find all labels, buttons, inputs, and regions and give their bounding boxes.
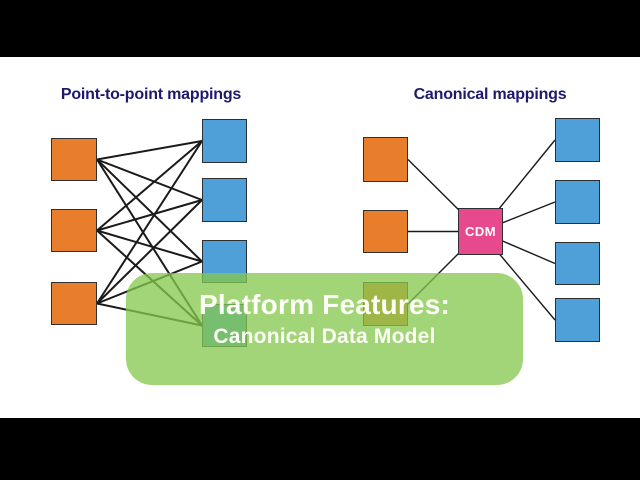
- slide-canvas: Point-to-point mappings Canonical mappin…: [0, 57, 640, 418]
- connector-line: [96, 158, 203, 201]
- left-source-box-2: [51, 209, 97, 252]
- connector-line: [96, 229, 203, 263]
- right-target-box-1: [555, 118, 600, 162]
- letterbox-bottom: [0, 418, 640, 480]
- cdm-hub-box: CDM: [458, 208, 503, 255]
- overlay-card: Platform Features: Canonical Data Model: [126, 273, 523, 385]
- connector-line: [96, 140, 203, 232]
- overlay-card-title: Platform Features:: [199, 289, 450, 320]
- connector-line: [96, 140, 203, 305]
- letterbox-top: [0, 0, 640, 57]
- left-target-box-2: [202, 178, 247, 222]
- right-diagram-title: Canonical mappings: [413, 86, 567, 103]
- left-diagram-title: Point-to-point mappings: [60, 86, 242, 103]
- overlay-card-subtitle: Canonical Data Model: [213, 325, 436, 348]
- connector-line: [96, 158, 203, 263]
- right-target-box-4: [555, 298, 600, 342]
- right-source-box-2: [363, 210, 408, 253]
- connector-line: [96, 140, 203, 161]
- left-source-box-3: [51, 282, 97, 325]
- connector-line: [96, 199, 203, 305]
- left-target-box-1: [202, 119, 247, 163]
- cdm-hub-label: CDM: [464, 224, 497, 239]
- right-target-box-3: [555, 242, 600, 285]
- right-target-box-2: [555, 180, 600, 224]
- left-source-box-1: [51, 138, 97, 181]
- right-source-box-1: [363, 137, 408, 182]
- connector-line: [96, 199, 203, 232]
